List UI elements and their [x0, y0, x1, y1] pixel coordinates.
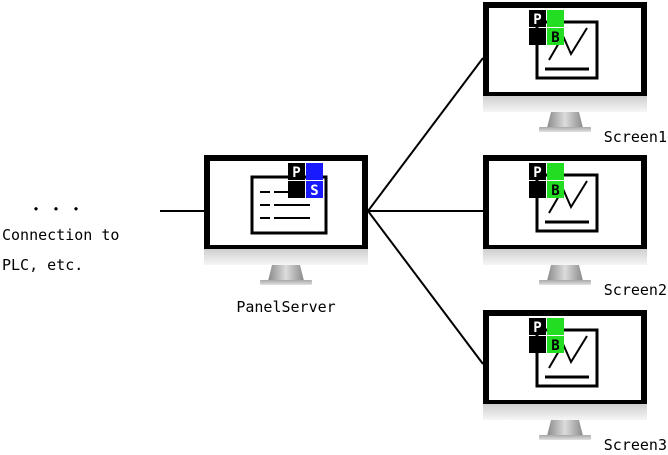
logo-letter-p: P — [533, 12, 541, 28]
logo-letter-b: B — [551, 183, 559, 199]
monitor-base — [539, 435, 591, 440]
logo-letter-p: P — [533, 165, 541, 181]
monitor-base — [539, 280, 591, 285]
screen3-monitor: PB — [483, 310, 647, 440]
panelserver-label: PanelServer — [236, 298, 335, 316]
monitor-stand — [547, 112, 583, 128]
line-to-screen1 — [367, 57, 484, 212]
logo-letter-b: B — [551, 338, 559, 354]
line-to-screen3 — [367, 210, 484, 365]
screen1-label: Screen1 — [604, 128, 667, 146]
monitor-stand — [547, 265, 583, 281]
logo-letter-p: P — [292, 165, 300, 181]
plc-note-line2: PLC, etc. — [2, 256, 83, 274]
monitor-stand — [268, 265, 304, 281]
logo-letter-p: P — [533, 320, 541, 336]
monitor-chin — [483, 249, 647, 265]
screen3-label: Screen3 — [604, 436, 667, 454]
monitor-stand — [547, 420, 583, 436]
monitor-base — [539, 127, 591, 132]
ellipsis-dots: ・・・ — [28, 200, 88, 219]
panelserver-monitor: P S — [204, 155, 368, 285]
logo-letter-b: B — [551, 30, 559, 46]
connection-lines — [160, 57, 484, 365]
panelbrowser-logo-icon: PB — [529, 10, 564, 46]
monitor-chin — [483, 404, 647, 420]
screen1-monitor: PB — [483, 2, 647, 132]
panelbrowser-logo-icon: PB — [529, 163, 564, 199]
screen2-monitor: PB — [483, 155, 647, 285]
panelbrowser-logo-icon: PB — [529, 318, 564, 354]
screen2-label: Screen2 — [604, 281, 667, 299]
monitor-base — [260, 280, 312, 285]
plc-note-line1: Connection to — [2, 226, 119, 244]
panelserver-logo-icon: P S — [288, 163, 323, 199]
plc-note: ・・・ Connection to PLC, etc. — [2, 200, 119, 274]
monitor-chin — [204, 249, 368, 265]
monitor-chin — [483, 96, 647, 112]
logo-letter-s: S — [310, 183, 318, 199]
